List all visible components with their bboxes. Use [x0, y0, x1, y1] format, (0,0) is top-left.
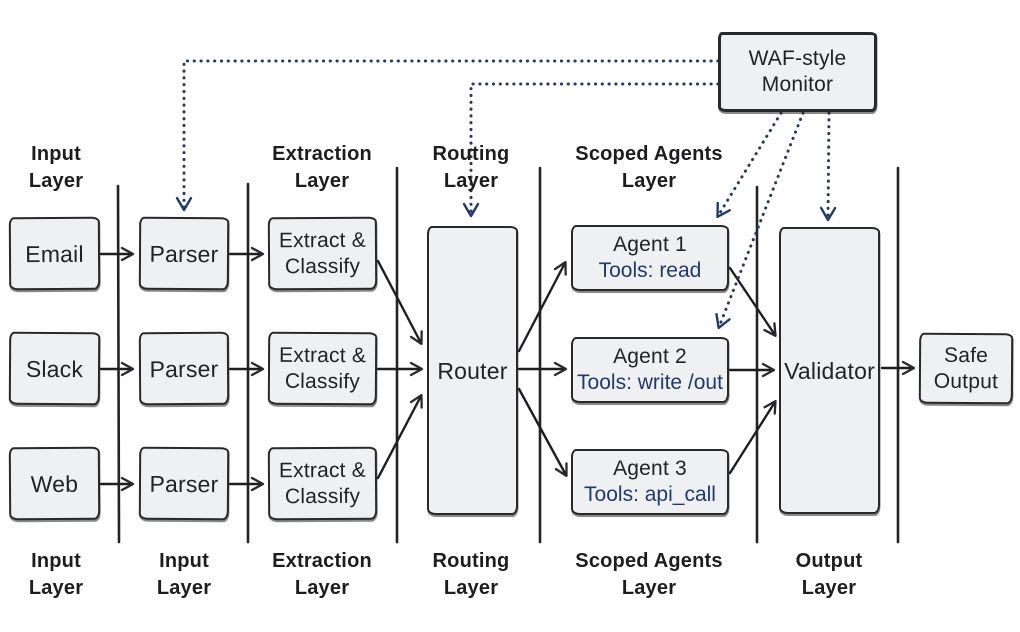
- extract-2-label: Extract & Classify: [279, 343, 367, 393]
- edge-monitor-parser1: [175, 59, 720, 212]
- solid-edges: [99, 246, 916, 492]
- extract-1-label: Extract & Classify: [278, 228, 366, 278]
- parser-1-label: Parser: [149, 240, 219, 267]
- edge-agent1-validator: [728, 266, 777, 337]
- agent-2-title: Agent 2: [613, 345, 687, 368]
- bottom-label-routing-layer: Routing Layer: [432, 550, 510, 599]
- node-agent-2: Agent 2 Tools: write /out: [571, 337, 729, 403]
- node-extract-classify-2: Extract & Classify: [267, 331, 378, 406]
- agent-1-title: Agent 1: [613, 233, 687, 256]
- node-slack: Slack: [8, 331, 101, 406]
- node-waf-monitor: WAF-style Monitor: [718, 32, 877, 112]
- node-email: Email: [8, 216, 101, 291]
- extract-3-label: Extract & Classify: [278, 458, 366, 508]
- edge-agent3-validator: [728, 400, 777, 475]
- bottom-label-extraction-layer: Extraction Layer: [272, 550, 372, 599]
- slack-label: Slack: [25, 355, 84, 382]
- bottom-label-output-layer: Output Layer: [795, 550, 863, 599]
- node-extract-classify-3: Extract & Classify: [267, 446, 378, 521]
- agent-2-tools: Tools: write /out: [577, 371, 723, 394]
- node-safe-output: Safe Output: [918, 332, 1014, 405]
- node-parser-2: Parser: [138, 331, 230, 406]
- node-agent-3: Agent 3 Tools: api_call: [571, 449, 729, 515]
- parser-3-label: Parser: [149, 470, 219, 497]
- layer-dividers: [116, 166, 900, 544]
- node-validator: Validator: [779, 227, 880, 514]
- top-label-scoped-agents-layer: Scoped Agents Layer: [575, 143, 723, 192]
- dotted-edges: [175, 59, 837, 330]
- node-agent-1: Agent 1 Tools: read: [571, 225, 729, 291]
- bottom-label-scoped-agents-layer: Scoped Agents Layer: [575, 550, 723, 599]
- edge-monitor-agent2: [715, 111, 805, 330]
- agent-3-title: Agent 3: [613, 457, 687, 480]
- node-parser-1: Parser: [138, 216, 230, 291]
- agent-3-tools: Tools: api_call: [584, 483, 716, 506]
- parser-2-label: Parser: [149, 355, 219, 382]
- edge-monitor-agent1: [716, 111, 783, 219]
- edge-monitor-router: [462, 82, 720, 218]
- edge-extract3-router: [376, 393, 423, 480]
- node-parser-3: Parser: [138, 446, 230, 521]
- edge-router-agent3: [517, 387, 568, 478]
- validator-label: Validator: [784, 357, 875, 384]
- edge-extract1-router: [376, 259, 423, 346]
- top-label-input-layer: Input Layer: [28, 143, 84, 192]
- node-router: Router: [427, 226, 518, 515]
- web-label: Web: [30, 470, 79, 497]
- bottom-label-input-layer-2: Input Layer: [156, 550, 212, 599]
- email-label: Email: [25, 240, 84, 267]
- node-web: Web: [8, 446, 101, 521]
- layer-divider: [116, 184, 121, 544]
- agent-1-tools: Tools: read: [598, 259, 702, 282]
- router-label: Router: [437, 357, 508, 384]
- bottom-label-input-layer-1: Input Layer: [28, 550, 84, 599]
- top-label-extraction-layer: Extraction Layer: [272, 143, 372, 192]
- safe-output-label: Safe Output: [933, 343, 999, 393]
- waf-monitor-label: WAF-style Monitor: [748, 47, 847, 96]
- edge-monitor-validator: [819, 111, 837, 222]
- top-label-routing-layer: Routing Layer: [432, 143, 510, 192]
- node-extract-classify-1: Extract & Classify: [267, 216, 378, 291]
- edge-router-agent1: [517, 260, 567, 353]
